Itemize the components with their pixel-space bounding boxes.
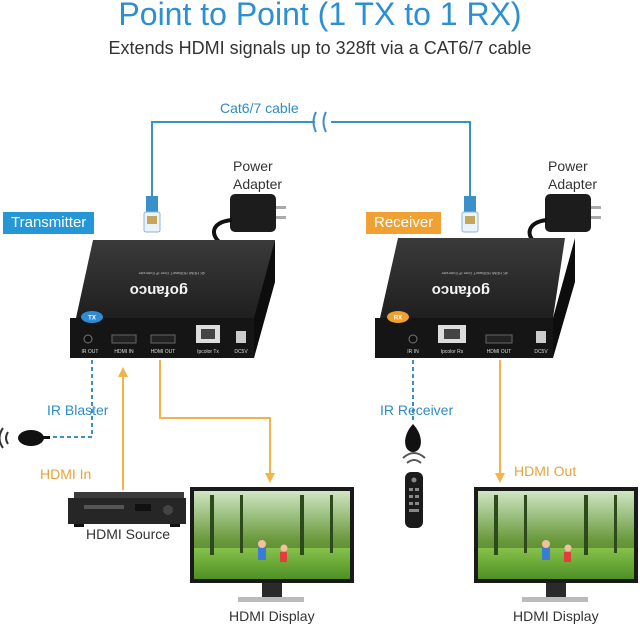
rx-brand: gofanco <box>432 282 490 299</box>
rx-model-text: 4K HDMI HDBaseT Over IP Extender <box>441 271 508 276</box>
hdmi-display-left-label: HDMI Display <box>229 608 315 624</box>
rj45-plug-rx-icon <box>461 196 479 233</box>
hdmi-source-label: HDMI Source <box>86 526 171 542</box>
remote-control-icon <box>402 452 426 528</box>
rx-port-label: HDMI OUT <box>487 349 512 355</box>
tx-power-label-line1: Power <box>233 158 273 174</box>
ir-receiver-icon <box>405 424 421 452</box>
left-monitor <box>190 487 354 602</box>
diagram-title: Point to Point (1 TX to 1 RX) <box>118 0 522 32</box>
rx-port-label: DC5V <box>534 349 548 355</box>
hdmi-out-label: HDMI Out <box>514 463 577 479</box>
cat-cable <box>151 111 471 200</box>
rx-power-label-line2: Adapter <box>548 176 598 192</box>
tx-brand: gofanco <box>130 282 188 299</box>
diagram-subtitle: Extends HDMI signals up to 328ft via a C… <box>108 38 532 58</box>
right-monitor <box>474 487 638 602</box>
tx-port-label: DC5V <box>234 349 248 355</box>
hdmi-display-right-label: HDMI Display <box>513 608 599 624</box>
cable-label: Cat6/7 cable <box>220 100 299 116</box>
tx-port-label: HDMI OUT <box>151 349 176 355</box>
rx-badge: RX <box>394 316 402 322</box>
ir-blaster-icon <box>0 427 50 449</box>
tx-model-text: 4K HDMI HDBaseT Over IP Extender <box>138 271 205 276</box>
rx-port-label: Ipcolor Rx <box>441 349 464 355</box>
tx-power-label-line2: Adapter <box>233 176 283 192</box>
hdmi-in-label: HDMI In <box>40 466 92 482</box>
receiver-device <box>375 238 575 358</box>
transmitter-device <box>70 240 275 358</box>
power-adapter-rx-icon <box>527 194 601 246</box>
rx-port-label: IR IN <box>407 349 419 355</box>
power-adapter-tx-icon <box>212 194 286 246</box>
rj45-plug-tx-icon <box>143 196 161 233</box>
tx-port-label: HDMI IN <box>114 349 134 355</box>
signal-lines <box>52 360 505 490</box>
ir-blaster-label: IR Blaster <box>47 402 109 418</box>
tx-port-label: Ipcolor Tx <box>197 349 219 355</box>
hdmi-source-player-icon <box>68 492 186 527</box>
receiver-tag: Receiver <box>366 212 442 234</box>
transmitter-tag: Transmitter <box>3 212 95 234</box>
ir-receiver-label: IR Receiver <box>380 402 454 418</box>
tx-port-label: IR OUT <box>82 349 99 355</box>
rx-power-label-line1: Power <box>548 158 588 174</box>
tx-badge: TX <box>88 316 96 322</box>
